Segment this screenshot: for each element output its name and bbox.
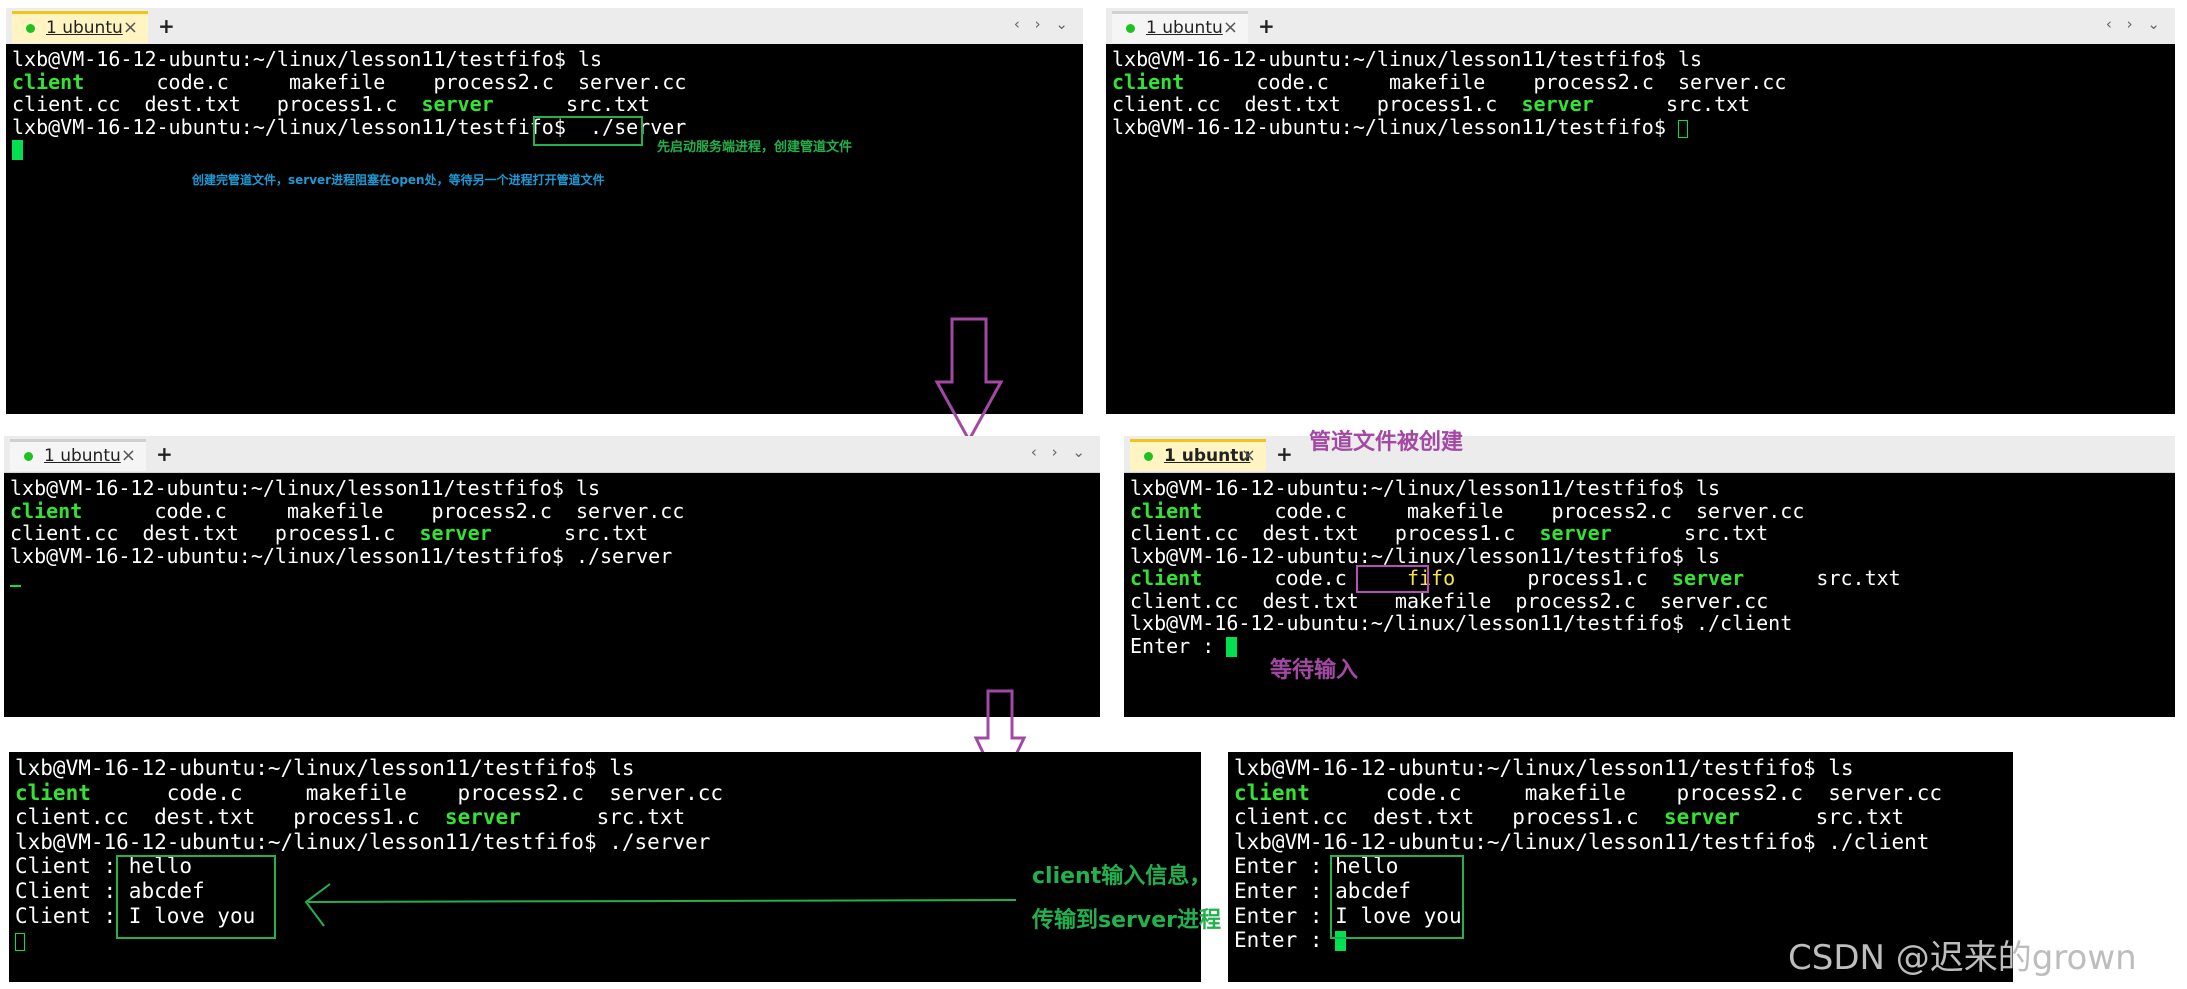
- tab-label: 1 ubuntu: [44, 446, 121, 466]
- highlight-box: [533, 116, 643, 146]
- tab-ubuntu[interactable]: 1 ubuntu ×: [1130, 439, 1266, 471]
- terminal-window-2: 1 ubuntu × + ‹ › ⌄: [1106, 8, 2175, 45]
- terminal-output[interactable]: lxb@VM-16-12-ubuntu:~/linux/lesson11/tes…: [4, 473, 1100, 717]
- tab-bar: 1 ubuntu × +: [1124, 436, 2175, 473]
- cursor: [1226, 636, 1238, 657]
- terminal-window-3: 1 ubuntu × + ‹ › ⌄: [4, 436, 1100, 473]
- annotation-wait-input: 等待输入: [1270, 658, 1359, 683]
- tab-ubuntu[interactable]: 1 ubuntu ×: [10, 439, 146, 471]
- close-icon[interactable]: ×: [1240, 445, 1256, 466]
- annotation-client-input-2: 传输到server进程: [1032, 908, 1221, 933]
- close-icon[interactable]: ×: [120, 445, 136, 466]
- annotation-client-input-1: client输入信息，: [1032, 864, 1212, 889]
- cursor: [1677, 119, 1688, 138]
- terminal-output[interactable]: lxb@VM-16-12-ubuntu:~/linux/lesson11/tes…: [1124, 473, 2175, 717]
- tab-nav-icons[interactable]: ‹ › ⌄: [2105, 15, 2165, 33]
- cursor: [10, 585, 21, 587]
- annotation-start-server: 先启动服务端进程，创建管道文件: [657, 140, 853, 155]
- down-arrow-icon: [934, 317, 1004, 444]
- tab-label: 1 ubuntu: [46, 18, 123, 38]
- left-arrow-icon: [304, 883, 1017, 927]
- terminal-window-4: 1 ubuntu × +: [1124, 436, 2175, 473]
- annotation-blocked: 创建完管道文件，server进程阻塞在open处，等待另一个进程打开管道文件: [192, 173, 605, 187]
- terminal-output[interactable]: lxb@VM-16-12-ubuntu:~/linux/lesson11/tes…: [9, 752, 1201, 982]
- terminal-output[interactable]: lxb@VM-16-12-ubuntu:~/linux/lesson11/tes…: [1228, 752, 2013, 982]
- watermark: CSDN @迟来的grown: [1788, 938, 2137, 978]
- new-tab-button[interactable]: +: [156, 442, 173, 466]
- terminal-output[interactable]: lxb@VM-16-12-ubuntu:~/linux/lesson11/tes…: [1106, 44, 2175, 414]
- tab-nav-icons[interactable]: ‹ › ⌄: [1030, 443, 1090, 461]
- tab-label: 1 ubuntu: [1164, 446, 1251, 466]
- tab-bar: 1 ubuntu × + ‹ › ⌄: [1106, 8, 2175, 45]
- status-dot-icon: [26, 24, 35, 33]
- tab-nav-icons[interactable]: ‹ › ⌄: [1013, 15, 1073, 33]
- tab-label: 1 ubuntu: [1146, 18, 1223, 38]
- status-dot-icon: [1144, 452, 1153, 461]
- cursor: [12, 140, 23, 160]
- received-messages-box: [116, 855, 276, 939]
- terminal-window-1: 1 ubuntu × + ‹ › ⌄: [6, 8, 1083, 45]
- new-tab-button[interactable]: +: [1258, 14, 1275, 38]
- annotation-fifo-created: 管道文件被创建: [1309, 430, 1464, 455]
- status-dot-icon: [24, 452, 33, 461]
- tab-bar: 1 ubuntu × + ‹ › ⌄: [4, 436, 1100, 473]
- status-dot-icon: [1126, 24, 1135, 33]
- new-tab-button[interactable]: +: [158, 14, 175, 38]
- sent-messages-box: [1330, 855, 1464, 939]
- tab-bar: 1 ubuntu × + ‹ › ⌄: [6, 8, 1083, 45]
- cursor: [1335, 931, 1347, 952]
- new-tab-button[interactable]: +: [1276, 442, 1293, 466]
- close-icon[interactable]: ×: [122, 17, 138, 38]
- cursor: [15, 933, 25, 952]
- tab-ubuntu[interactable]: 1 ubuntu ×: [1112, 11, 1248, 43]
- tab-ubuntu[interactable]: 1 ubuntu ×: [12, 11, 148, 43]
- terminal-output[interactable]: lxb@VM-16-12-ubuntu:~/linux/lesson11/tes…: [6, 44, 1083, 414]
- fifo-highlight-box: [1356, 565, 1429, 593]
- close-icon[interactable]: ×: [1222, 17, 1238, 38]
